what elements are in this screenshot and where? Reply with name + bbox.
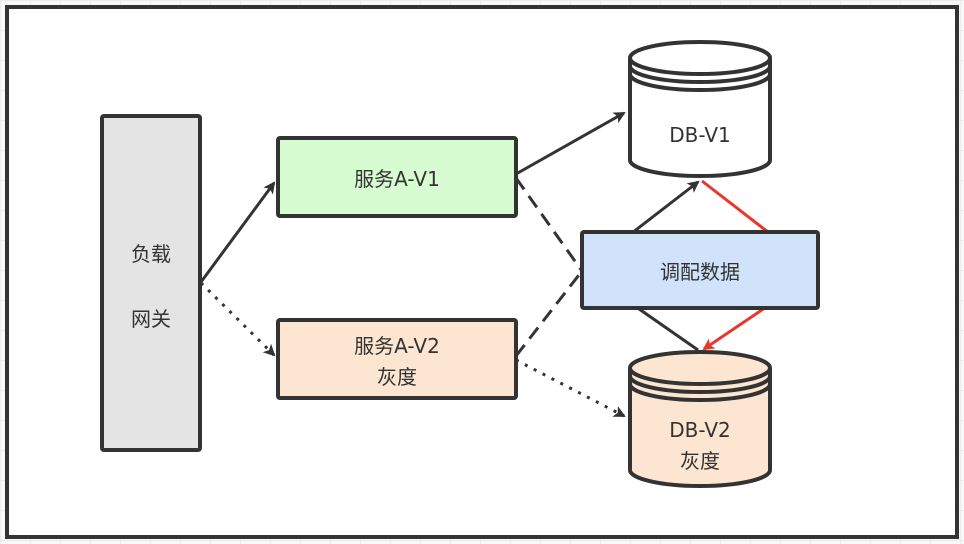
edge-service-v2-to-sync xyxy=(514,270,584,357)
gateway-node[interactable]: 负载 网关 xyxy=(100,114,202,452)
edge-service-v1-to-db-v1 xyxy=(515,111,626,176)
gateway-label-line1: 负载 xyxy=(131,242,171,266)
db-v2-label-line2: 灰度 xyxy=(680,449,720,473)
service-v2-label-line2: 灰度 xyxy=(377,365,417,389)
db-v2-node[interactable]: DB-V2 灰度 xyxy=(628,350,772,488)
edge-service-v1-to-sync xyxy=(514,177,584,272)
edge-gateway-to-service-v2 xyxy=(199,281,276,357)
db-v1-node[interactable]: DB-V1 xyxy=(628,40,772,178)
sync-data-label: 调配数据 xyxy=(660,260,740,284)
db-v2-ring-2 xyxy=(628,383,772,402)
service-v2-label-line1: 服务A-V2 xyxy=(354,334,440,358)
service-v1-node[interactable]: 服务A-V1 xyxy=(276,136,518,218)
service-v1-label: 服务A-V1 xyxy=(354,167,440,191)
edge-gateway-to-service-v1 xyxy=(199,181,276,283)
db-v2-ring-1 xyxy=(628,375,772,394)
db-v1-top xyxy=(628,40,772,76)
db-v1-label: DB-V1 xyxy=(669,123,731,147)
db-v1-ring-2 xyxy=(628,73,772,92)
db-v2-top xyxy=(628,350,772,386)
edges-layer xyxy=(199,111,819,418)
db-v1-ring-1 xyxy=(628,65,772,84)
service-v2-node[interactable]: 服务A-V2 灰度 xyxy=(276,318,518,400)
db-v2-label-line1: DB-V2 xyxy=(669,418,731,442)
gateway-label-line2: 网关 xyxy=(131,307,171,331)
sync-data-node[interactable]: 调配数据 xyxy=(580,230,820,310)
edge-service-v2-to-db-v2 xyxy=(515,358,626,418)
